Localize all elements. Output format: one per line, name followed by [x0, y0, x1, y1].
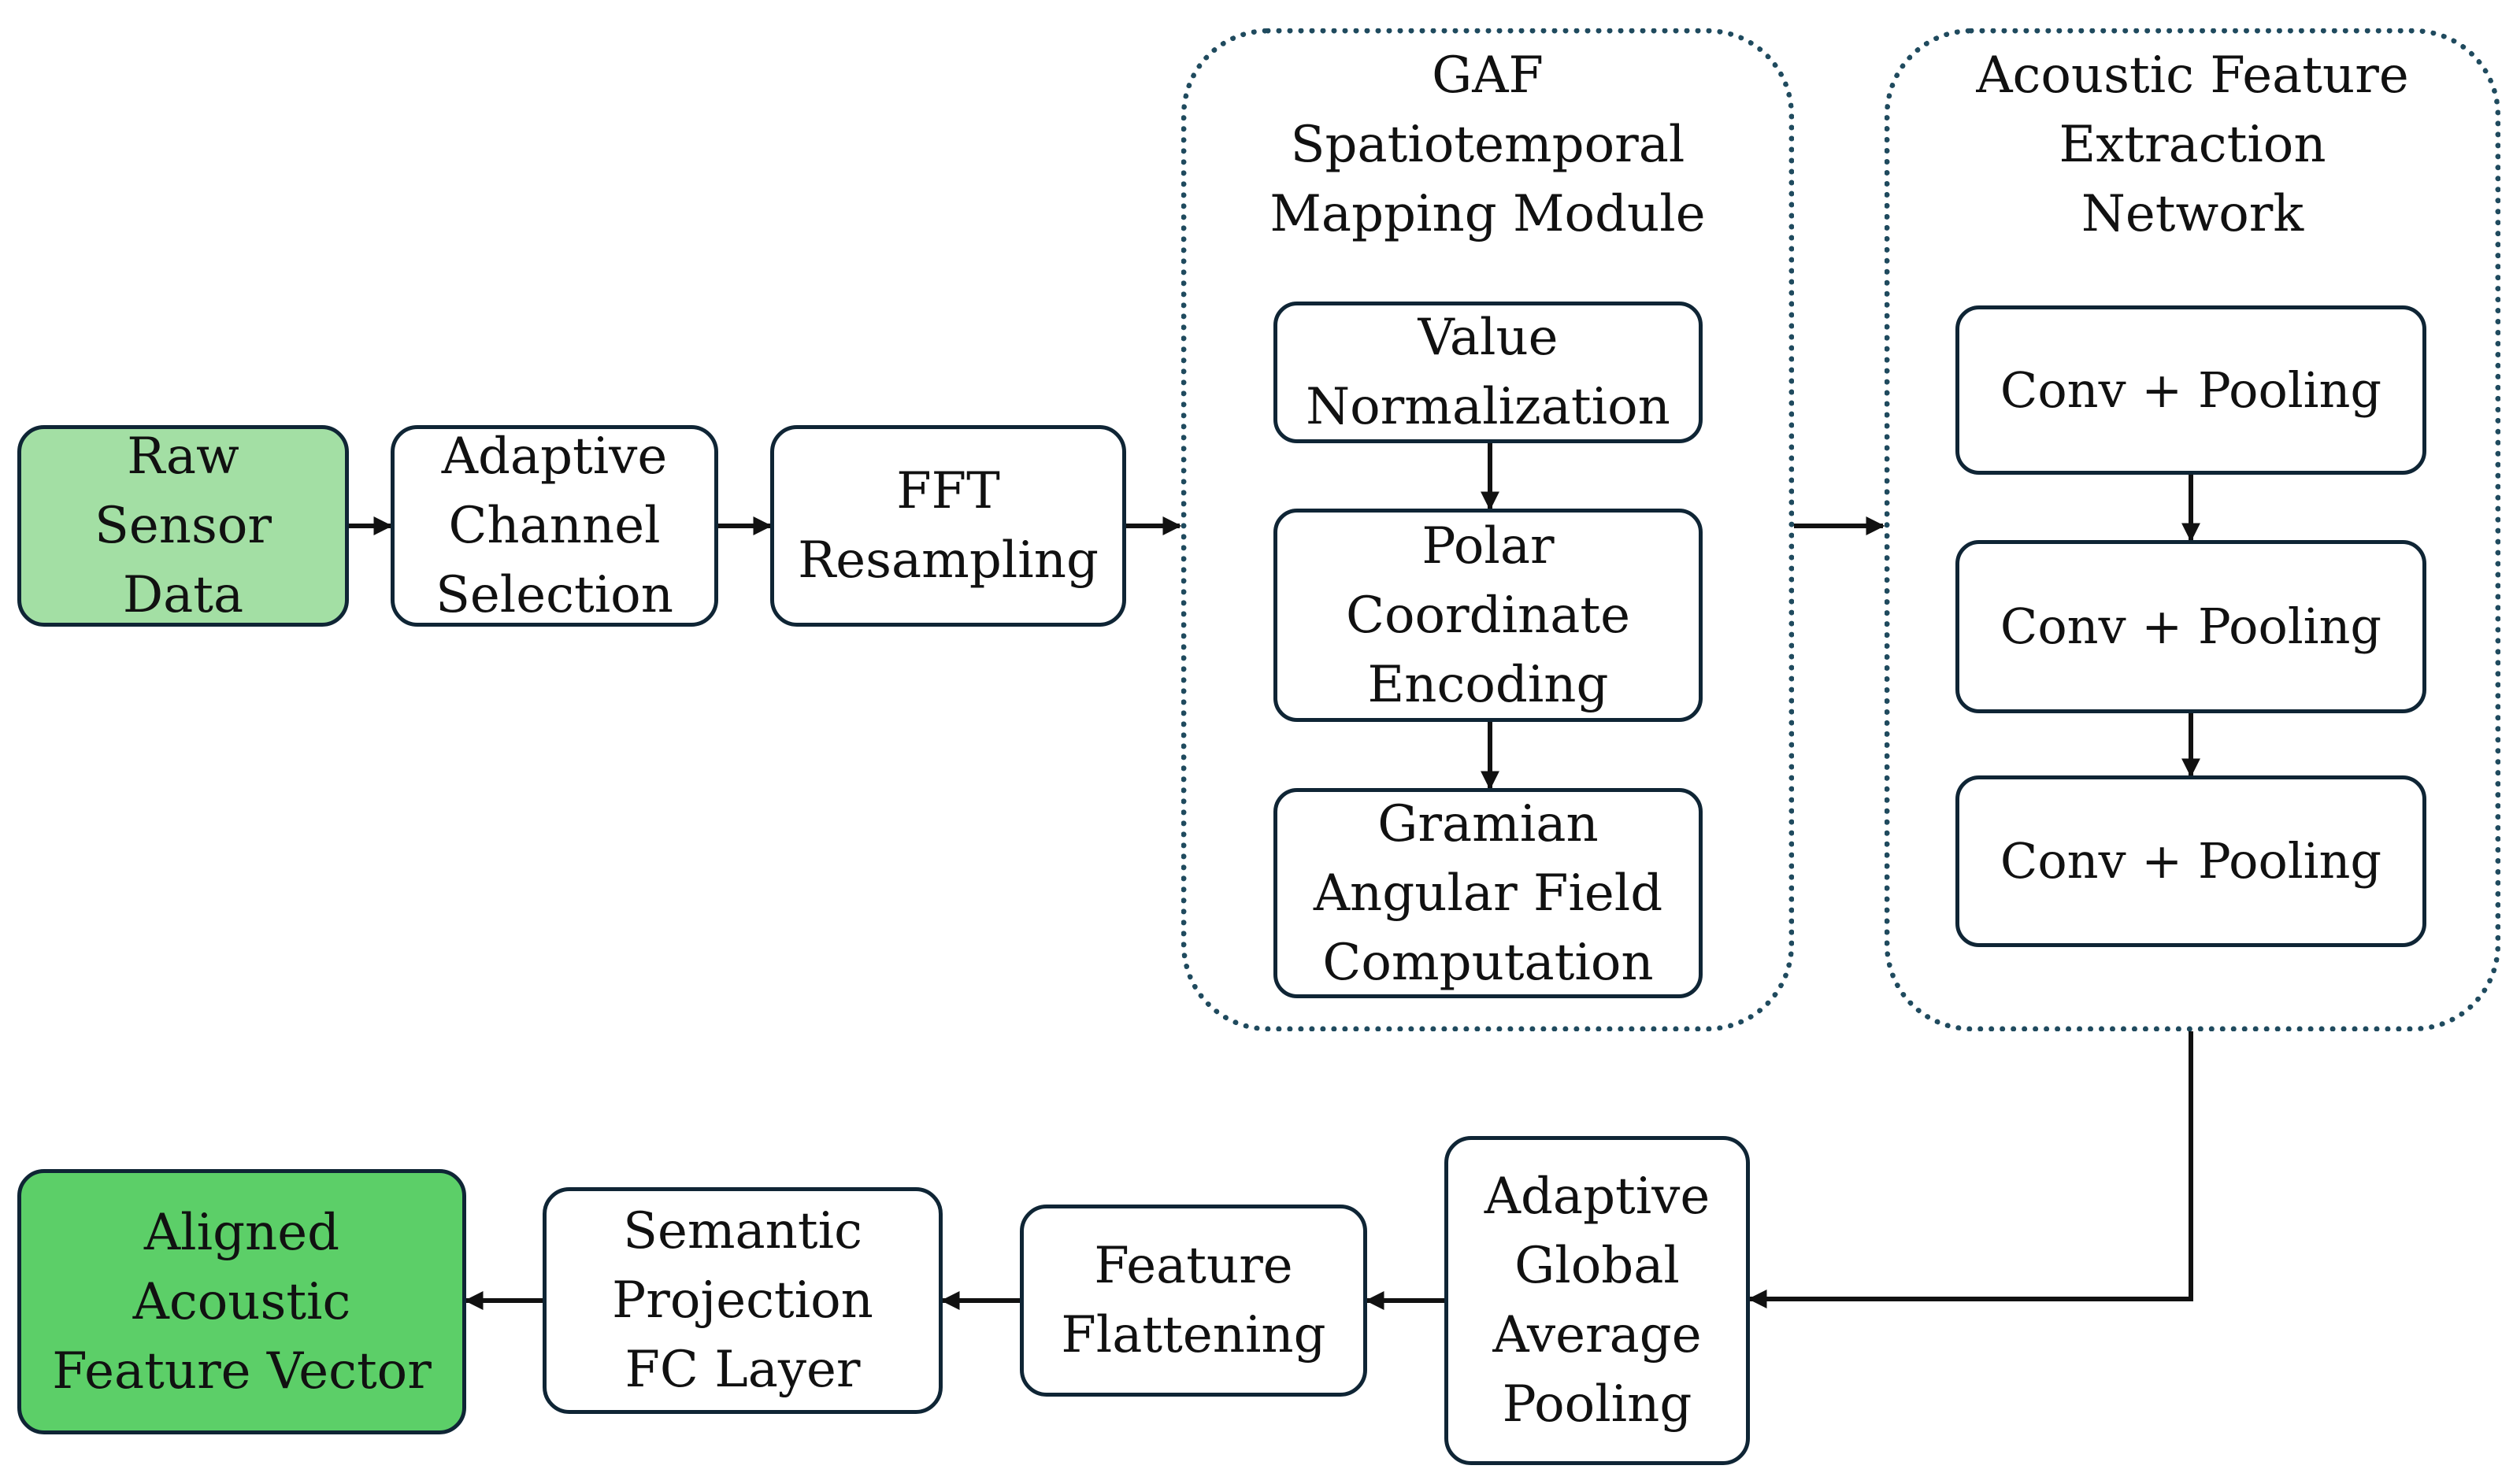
raw-sensor-data-box: Raw Sensor Data — [17, 425, 349, 627]
adaptive-global-average-pooling-box: Adaptive Global Average Pooling — [1444, 1136, 1750, 1465]
conv-pooling-box-2: Conv + Pooling — [1955, 540, 2426, 713]
acoustic-network-group — [1885, 28, 2500, 1031]
conv-pooling-box-3: Conv + Pooling — [1955, 775, 2426, 947]
adaptive-channel-selection-box: Adaptive Channel Selection — [391, 425, 718, 627]
gramian-angular-field-box: Gramian Angular Field Computation — [1273, 788, 1703, 998]
gaf-module-group — [1181, 28, 1794, 1031]
gaf-module-title: GAF Spatiotemporal Mapping Module — [1269, 46, 1706, 243]
semantic-projection-box: Semantic Projection FC Layer — [543, 1187, 943, 1414]
feature-flattening-box: Feature Flattening — [1020, 1205, 1367, 1397]
arrow-network-to-agap — [1748, 1031, 2193, 1308]
polar-coordinate-encoding-box: Polar Coordinate Encoding — [1273, 509, 1703, 722]
fft-resampling-box: FFT Resampling — [770, 425, 1126, 627]
aligned-feature-vector-box: Aligned Acoustic Feature Vector — [17, 1169, 466, 1434]
value-normalization-box: Value Normalization — [1273, 302, 1703, 443]
acoustic-network-title: Acoustic Feature Extraction Network — [1976, 46, 2409, 243]
conv-pooling-box-1: Conv + Pooling — [1955, 305, 2426, 475]
